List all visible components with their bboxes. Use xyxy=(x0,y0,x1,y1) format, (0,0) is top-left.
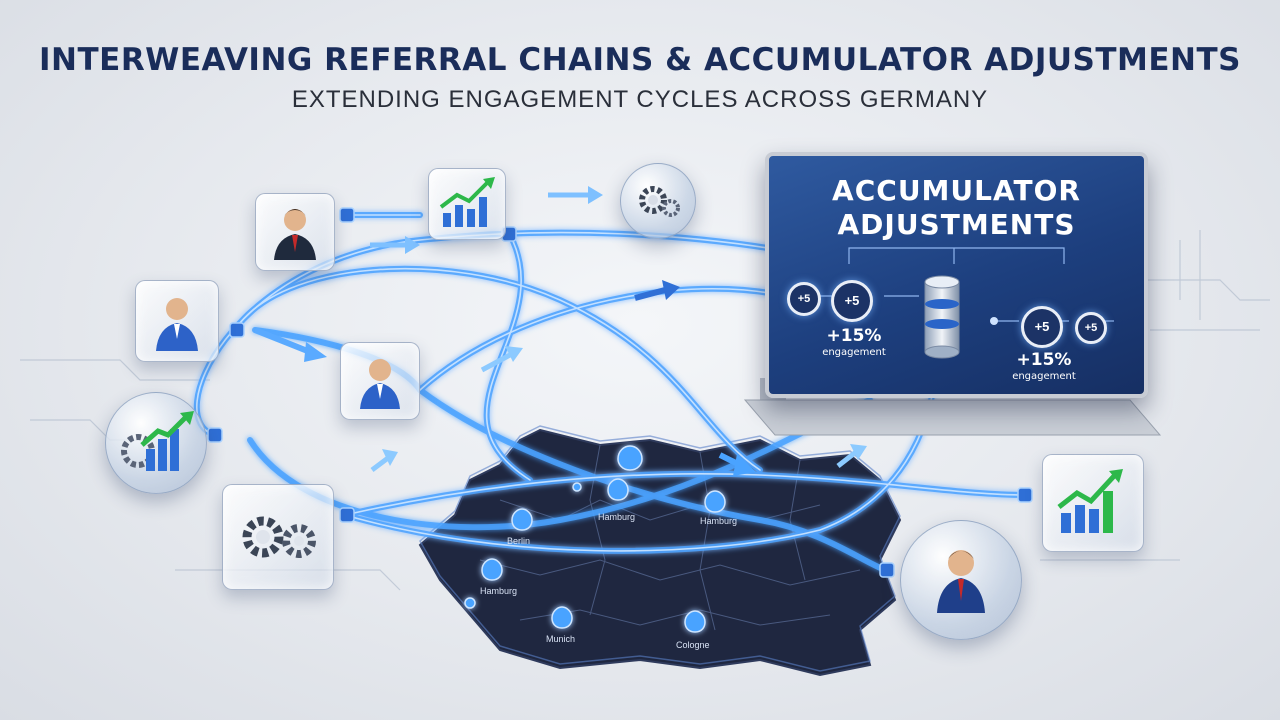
map-pin-icon xyxy=(551,606,573,629)
tube-connectors xyxy=(207,207,1033,578)
person-cube xyxy=(255,193,335,271)
panel-title-line2: ADJUSTMENTS xyxy=(837,208,1076,241)
chart-icon xyxy=(1057,469,1123,533)
gear-orb xyxy=(620,163,696,239)
metric-value: +15% xyxy=(826,326,882,346)
engagement-metric: +15% engagement xyxy=(999,350,1089,382)
adjustment-badge: +5 xyxy=(831,280,873,322)
flow-arrows xyxy=(253,186,867,476)
arrow-icon xyxy=(370,236,420,254)
arrow-icon xyxy=(718,452,756,476)
gear-icon xyxy=(639,186,680,217)
accumulator-panel: ACCUMULATOR ADJUSTMENTS +5 +5 +5 +5 +15%… xyxy=(765,152,1148,398)
adjustment-badge: +5 xyxy=(1075,312,1107,344)
chart-cube xyxy=(1042,454,1144,552)
person-orb xyxy=(900,520,1022,640)
person-icon xyxy=(937,550,985,613)
person-icon xyxy=(274,209,316,260)
page-subtitle: EXTENDING ENGAGEMENT CYCLES ACROSS GERMA… xyxy=(291,86,989,113)
adjustment-badge: +5 xyxy=(1021,306,1063,348)
map-pin-icon xyxy=(481,558,503,581)
person-icon xyxy=(360,359,400,409)
map-pin-icon xyxy=(617,445,643,471)
person-cube xyxy=(340,342,420,420)
city-label: Berlin xyxy=(507,536,531,546)
map-pin-icon xyxy=(607,478,629,501)
database-icon xyxy=(924,275,960,359)
arrow-icon xyxy=(836,444,867,468)
city-label: Hamburg xyxy=(480,586,518,596)
engagement-metric: +15% engagement xyxy=(809,326,899,358)
panel-title-line1: ACCUMULATOR xyxy=(832,174,1081,207)
city-label: Munich xyxy=(546,634,576,644)
map-pin-icon xyxy=(704,490,726,513)
map-pin-icon xyxy=(684,610,706,633)
map-pins xyxy=(464,445,726,633)
arrow-icon xyxy=(370,449,398,472)
city-label: Cologne xyxy=(676,640,710,650)
metric-label: engagement xyxy=(822,347,886,358)
person-cube xyxy=(135,280,219,362)
metric-label: engagement xyxy=(1012,371,1076,382)
chart-icon xyxy=(439,177,495,227)
city-label: Hamburg xyxy=(598,512,636,522)
page-title: INTERWEAVING REFERRAL CHAINS & ACCUMULAT… xyxy=(39,42,1241,78)
gear-icon xyxy=(242,516,316,558)
arrow-icon xyxy=(253,327,327,362)
arrow-icon xyxy=(480,346,523,373)
person-icon xyxy=(156,298,198,351)
referral-tubes xyxy=(193,212,1028,573)
circuit-traces xyxy=(20,230,1270,591)
city-label: Hamburg xyxy=(700,516,738,526)
arrow-icon xyxy=(634,280,680,301)
metric-value: +15% xyxy=(1016,350,1072,370)
chart-orb xyxy=(105,392,207,494)
chart-cube xyxy=(428,168,506,240)
chart-icon xyxy=(121,411,194,471)
arrow-icon xyxy=(548,186,603,204)
map-pin-icon xyxy=(511,508,533,531)
adjustment-badge: +5 xyxy=(787,282,821,316)
gear-cube xyxy=(222,484,334,590)
